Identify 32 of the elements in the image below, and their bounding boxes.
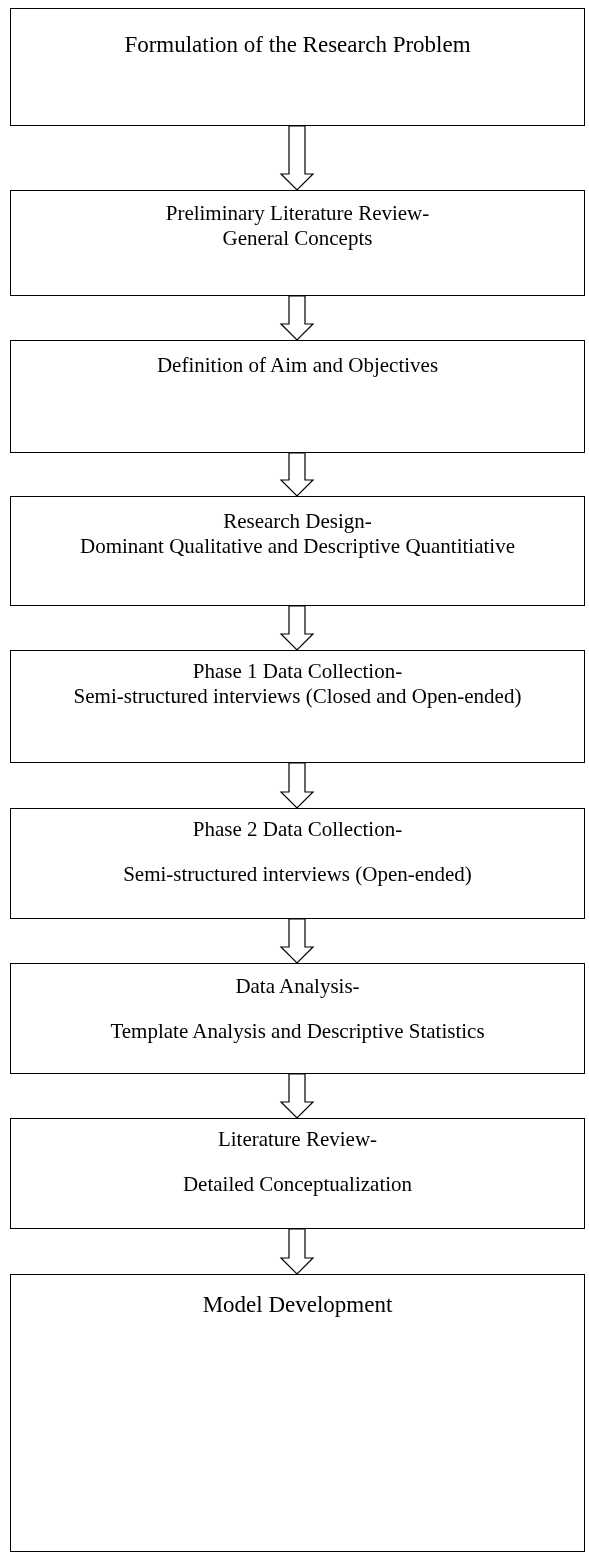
- process-box: [10, 808, 585, 919]
- step-title: Phase 1 Data Collection-: [192, 659, 403, 685]
- block-arrow: [279, 1073, 315, 1119]
- step-title: Data Analysis-: [235, 974, 360, 1000]
- process-box: [10, 650, 585, 763]
- process-box: [10, 1118, 585, 1229]
- step-detail: Dominant Qualitative and Descriptive Quantitiative: [79, 534, 515, 560]
- block-arrow: [279, 295, 315, 341]
- block-arrow: [279, 1228, 315, 1275]
- block-arrow: [279, 762, 315, 809]
- process-box: [10, 340, 585, 453]
- step-detail: Semi-structured interviews (Open-ended): [123, 862, 472, 888]
- process-box: [10, 496, 585, 606]
- step-title: Definition of Aim and Objectives: [156, 353, 439, 379]
- process-box: [10, 963, 585, 1074]
- block-arrow: [279, 452, 315, 497]
- step-detail: General Concepts: [222, 226, 373, 252]
- step-detail: Semi-structured interviews (Closed and Open-ended): [73, 684, 522, 710]
- step-title: Formulation of the Research Problem: [124, 31, 471, 59]
- process-box: [10, 8, 585, 126]
- step-title: Literature Review-: [217, 1127, 378, 1153]
- step-title: Phase 2 Data Collection-: [192, 817, 403, 843]
- step-detail: Detailed Conceptualization: [182, 1172, 413, 1198]
- block-arrow: [279, 605, 315, 651]
- process-box: [10, 1274, 585, 1552]
- step-title: Preliminary Literature Review-: [165, 201, 430, 227]
- block-arrow: [279, 125, 315, 191]
- block-arrow: [279, 918, 315, 964]
- process-box: [10, 190, 585, 296]
- step-title: Model Development: [202, 1291, 393, 1319]
- step-title: Research Design-: [223, 509, 372, 535]
- step-detail: Template Analysis and Descriptive Statistics: [110, 1019, 485, 1045]
